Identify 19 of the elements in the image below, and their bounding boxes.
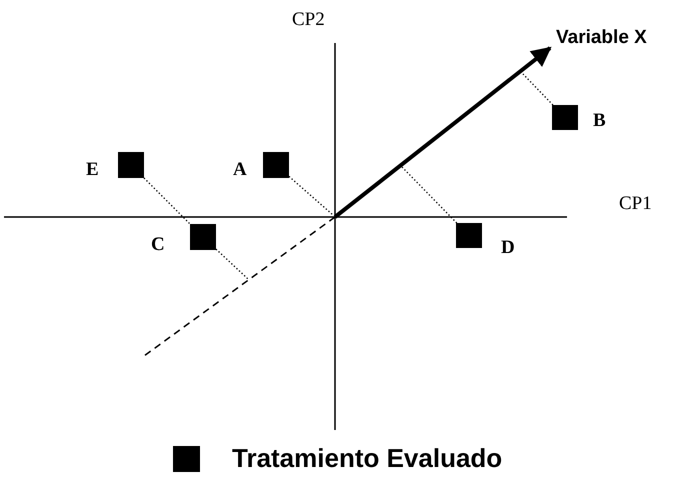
axis-label: CP2 — [292, 9, 325, 31]
point-marker — [190, 224, 216, 250]
point-label: C — [151, 235, 165, 255]
legend-label: Tratamiento Evaluado — [232, 443, 502, 473]
projection-line — [288, 176, 334, 216]
projection-line — [216, 248, 248, 280]
projection-line — [402, 166, 458, 224]
point-label: E — [86, 160, 99, 180]
point-label: D — [501, 238, 515, 258]
vector-label: Variable X — [556, 27, 647, 49]
point-marker — [118, 152, 144, 178]
projection-line — [522, 74, 554, 106]
projection-line — [144, 178, 190, 224]
point-marker — [263, 152, 289, 178]
point-label: B — [593, 111, 606, 131]
point-marker — [552, 105, 578, 130]
point-label: A — [233, 160, 247, 180]
point-marker — [456, 223, 482, 248]
axis-label: CP1 — [619, 193, 652, 215]
